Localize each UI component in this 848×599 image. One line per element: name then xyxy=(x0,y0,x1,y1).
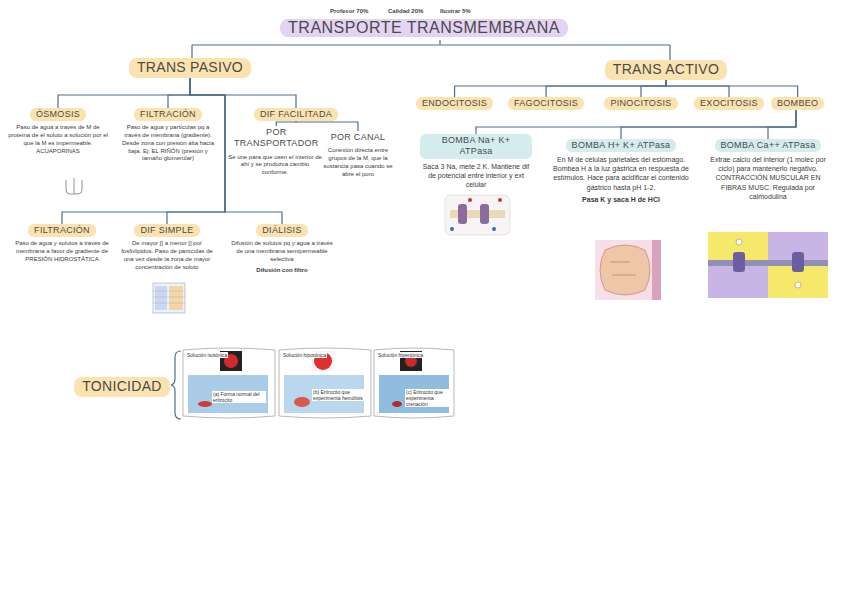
na-k-pump-figure xyxy=(445,195,510,235)
tonicity-panels xyxy=(183,348,454,418)
node-heading: FILTRACIÓN xyxy=(134,108,202,121)
node-heading: DIÁLISIS xyxy=(256,224,307,237)
node-heading: EXOCITOSIS xyxy=(694,97,764,110)
concept-node: TRANS ACTIVO xyxy=(596,60,736,80)
annotation-label: Ilustrar 5% xyxy=(440,8,471,15)
concept-node: ENDOCITOSIS xyxy=(416,92,490,110)
concept-node: TRANS PASIVO xyxy=(120,58,260,78)
annotation-label: Solución hipertónica xyxy=(377,352,424,358)
tree-connector xyxy=(476,110,796,134)
annotation-label: Solución hipotónica xyxy=(282,352,327,358)
node-heading: PINOCITOSIS xyxy=(604,97,677,110)
diffusion-table-figure xyxy=(153,283,185,313)
node-heading: DIF FACILITADA xyxy=(254,108,338,121)
node-body: Se une para que usen el interior de ahí … xyxy=(228,154,322,177)
node-heading: BOMBEO xyxy=(771,97,824,110)
node-heading: ENDOCITOSIS xyxy=(416,97,493,110)
concept-node: EXOCITOSIS xyxy=(693,92,765,110)
node-body: Difusión de solutos pq y agua a través d… xyxy=(227,240,337,263)
tree-connector xyxy=(666,80,729,98)
concept-node: BOMBA Ca++ ATPasaExtrae calcio del inter… xyxy=(706,134,830,201)
tree-connector xyxy=(168,78,190,109)
node-heading: BOMBA H+ K+ ATPasa xyxy=(566,139,677,152)
concept-node: DIÁLISIS Difusión de solutos pq y agua a … xyxy=(227,219,337,274)
tree-connector xyxy=(58,78,190,109)
node-body: De mayor [] a menor [] por fosfolípidos.… xyxy=(119,240,215,271)
concept-node: DIF FACILITADA xyxy=(250,103,342,121)
tree-connector xyxy=(768,110,796,139)
tree-connector xyxy=(455,80,666,98)
annotation-label: (a) Forma normal del eritrocito xyxy=(212,391,266,403)
concept-node: FILTRACIÓN Paso de agua y solutos a travé… xyxy=(6,219,118,264)
tree-connector xyxy=(666,80,798,98)
diagram-title: TRANSPORTE TRANSMEMBRANA xyxy=(280,19,568,37)
ca-pump-figure xyxy=(708,232,828,298)
title-wrap: TRANSPORTE TRANSMEMBRANA xyxy=(0,19,848,37)
annotation-label: (b) Eritrocito que experimenta hemólisis xyxy=(312,389,364,401)
annotation-label: Solución isotónica xyxy=(186,352,228,358)
node-heading: POR TRANSPORTADOR xyxy=(228,126,325,151)
parietal-cell-figure xyxy=(595,240,661,300)
annotation-label: Calidad 20% xyxy=(388,8,423,15)
tree-connector xyxy=(546,80,666,98)
concept-node: FAGOCITOSIS xyxy=(508,92,582,110)
node-body: Paso de agua y partículas pq a través de… xyxy=(118,124,218,163)
node-heading: ÓSMOSIS xyxy=(30,108,86,121)
node-body: Paso de agua y solutos a través de membr… xyxy=(6,240,118,263)
concept-node: BOMBA H+ K+ ATPasa En M de células pariet… xyxy=(546,134,696,204)
concept-node: POR CANAL Conexión directa entre grupos d… xyxy=(319,126,397,178)
tonicity-bracket xyxy=(171,351,181,419)
node-body: Extrae calcio del interior (1 molec por … xyxy=(706,155,830,200)
annotation-label: Profesor 70% xyxy=(330,8,368,15)
node-body: Conexión directa entre grupos de la M, q… xyxy=(319,147,397,178)
osmosis-sketch xyxy=(66,178,82,194)
concept-node: ÓSMOSIS Paso de agua a través de M de pro… xyxy=(6,103,110,155)
tree-connector xyxy=(62,78,225,225)
node-body: Saca 3 Na, mete 2 K. Mantiene dif de pot… xyxy=(420,162,532,189)
concept-node: BOMBEO xyxy=(771,92,821,110)
node-heading: BOMBA Ca++ ATPasa xyxy=(715,139,822,152)
concept-node: FILTRACIÓN Paso de agua y partículas pq a… xyxy=(118,103,218,163)
concept-node: BOMBA Na+ K+ ATPasaSaca 3 Na, mete 2 K. … xyxy=(420,134,532,189)
node-heading: FILTRACIÓN xyxy=(28,224,96,237)
title-bracket xyxy=(192,40,670,60)
node-heading: TRANS ACTIVO xyxy=(605,60,727,80)
tree-connector xyxy=(190,78,296,109)
node-body: En M de células parietales del estómago.… xyxy=(546,155,696,191)
node-heading: TRANS PASIVO xyxy=(129,58,251,78)
node-heading: FAGOCITOSIS xyxy=(508,97,584,110)
node-heading: BOMBA Na+ K+ ATPasa xyxy=(420,134,532,159)
annotation-label: (c) Eritrocito que experimenta crenación xyxy=(405,389,449,407)
concept-node: TONICIDAD xyxy=(74,377,170,397)
node-body: Paso de agua a través de M de proteína d… xyxy=(6,124,110,155)
node-heading: DIF SIMPLE xyxy=(134,224,199,237)
tree-connector xyxy=(621,110,796,139)
concept-node: PINOCITOSIS xyxy=(604,92,678,110)
tree-connector xyxy=(276,121,296,126)
node-heading: TONICIDAD xyxy=(74,377,169,397)
concept-node: POR TRANSPORTADOR Se une para que usen el… xyxy=(228,126,322,177)
node-body: Difusión con filtro xyxy=(227,267,337,275)
node-body: Pasa K y saca H de HCl xyxy=(546,195,696,204)
node-heading: POR CANAL xyxy=(325,131,392,144)
tree-connector xyxy=(641,80,666,98)
concept-node: DIF SIMPLE De mayor [] a menor [] por fos… xyxy=(119,219,215,271)
tree-connector xyxy=(296,121,358,131)
